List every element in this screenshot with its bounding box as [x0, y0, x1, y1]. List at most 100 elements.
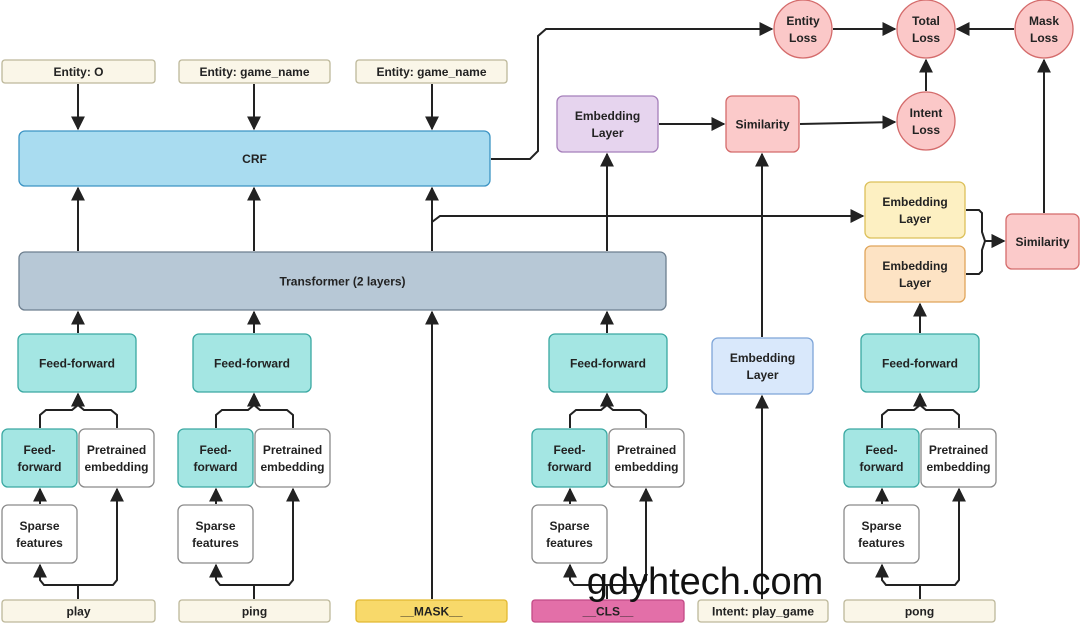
total-loss-shape: [896, 0, 956, 59]
node-tok-cls: __CLS__: [531, 599, 685, 623]
intent-loss-shape: [896, 91, 956, 151]
node-tok-pong: pong: [843, 599, 996, 623]
ff3-shape: [548, 333, 668, 393]
sp1-shape: [1, 504, 78, 564]
pre2-label: embedding: [260, 460, 324, 474]
node-transformer: Transformer (2 layers): [18, 251, 667, 311]
total-loss-label: Total: [912, 14, 940, 28]
tok-play-shape: [1, 599, 156, 623]
sp4-shape: [843, 504, 920, 564]
node-sff4: Feed-forward: [843, 428, 920, 488]
emb-yellow-label: Embedding: [882, 195, 947, 209]
emb-orange-label: Layer: [899, 276, 931, 290]
sff1-label: Feed-: [23, 443, 55, 457]
ff4-shape: [860, 333, 980, 393]
node-sff2: Feed-forward: [177, 428, 254, 488]
emb-purple-label: Layer: [591, 126, 623, 140]
node-sff3: Feed-forward: [531, 428, 608, 488]
sff1-shape: [1, 428, 78, 488]
emb-orange-shape: [864, 245, 966, 303]
edge-pre3-to-ff3: [600, 392, 647, 428]
node-ff2: Feed-forward: [192, 333, 312, 393]
sp4-label: Sparse: [861, 519, 901, 533]
emb-yellow-shape: [864, 181, 966, 239]
intent-label: Intent: play_game: [712, 604, 814, 618]
sim-top-label: Similarity: [735, 117, 789, 131]
node-tok-ping: ping: [178, 599, 331, 623]
node-sp2: Sparse features: [177, 504, 254, 564]
sim-right-label: Similarity: [1015, 235, 1069, 249]
node-ff1: Feed-forward: [17, 333, 137, 393]
tok-mask-label: __MASK__: [399, 604, 462, 618]
ff1-label: Feed-forward: [39, 356, 115, 370]
entity-loss-label: Entity: [786, 14, 820, 28]
node-crf: CRF: [18, 130, 491, 187]
edge-tok-play-to-sp1: [33, 563, 79, 599]
edge-tok-ping-to-pre2: [253, 487, 300, 599]
pre4-label: embedding: [926, 460, 990, 474]
sp3-label: features: [546, 536, 593, 550]
node-ent2: Entity: game_name: [178, 59, 331, 84]
pre2-shape: [254, 428, 331, 488]
sp3-label: Sparse: [549, 519, 589, 533]
sp3-shape: [531, 504, 608, 564]
ent3-shape: [355, 59, 508, 84]
sp2-label: features: [192, 536, 239, 550]
sp2-label: Sparse: [195, 519, 235, 533]
edge-emb-orange-to-sim-right: [966, 234, 1006, 275]
total-loss-label: Loss: [912, 31, 940, 45]
sff4-label: forward: [859, 460, 903, 474]
sp1-label: Sparse: [19, 519, 59, 533]
tok-cls-label: __CLS__: [582, 604, 634, 618]
ent1-label: Entity: O: [54, 65, 104, 79]
node-ent3: Entity: game_name: [355, 59, 508, 84]
edge-tok-pong-to-sp4: [875, 563, 921, 599]
node-pre4: Pretrained embedding: [920, 428, 997, 488]
pre2-label: Pretrained: [263, 443, 322, 457]
ent3-label: Entity: game_name: [376, 65, 486, 79]
emb-blue-label: Layer: [746, 368, 778, 382]
sim-top-shape: [725, 95, 800, 153]
pre3-shape: [608, 428, 685, 488]
edge-emb-yellow-to-sim-right: [966, 209, 1006, 248]
sff2-label: forward: [193, 460, 237, 474]
edge-sff2-to-ff2: [215, 392, 261, 428]
edge-pre4-to-ff4: [913, 392, 960, 428]
sff4-label: Feed-: [865, 443, 897, 457]
edge-sff3-to-ff3: [569, 392, 614, 428]
node-sff1: Feed-forward: [1, 428, 78, 488]
crf-shape: [18, 130, 491, 187]
edge-transformer-to-emb-yellow: [431, 209, 865, 251]
pre4-shape: [920, 428, 997, 488]
edge-tok-cls-to-pre3: [606, 487, 653, 599]
sff2-label: Feed-: [199, 443, 231, 457]
ff2-label: Feed-forward: [214, 356, 290, 370]
edge-sim-top-to-intent-loss: [799, 115, 897, 130]
sff3-shape: [531, 428, 608, 488]
pre3-label: Pretrained: [617, 443, 676, 457]
ent2-label: Entity: game_name: [199, 65, 309, 79]
tok-mask-shape: [355, 599, 508, 623]
tok-ping-label: ping: [242, 604, 267, 618]
pre1-label: Pretrained: [87, 443, 146, 457]
pre4-label: Pretrained: [929, 443, 988, 457]
edge-tok-play-to-pre1: [77, 487, 124, 599]
node-tok-play: play: [1, 599, 156, 623]
node-sp3: Sparse features: [531, 504, 608, 564]
tok-cls-shape: [531, 599, 685, 623]
tok-play-label: play: [66, 604, 90, 618]
emb-orange-label: Embedding: [882, 259, 947, 273]
ff1-shape: [17, 333, 137, 393]
pre1-shape: [78, 428, 155, 488]
node-ff4: Feed-forward: [860, 333, 980, 393]
